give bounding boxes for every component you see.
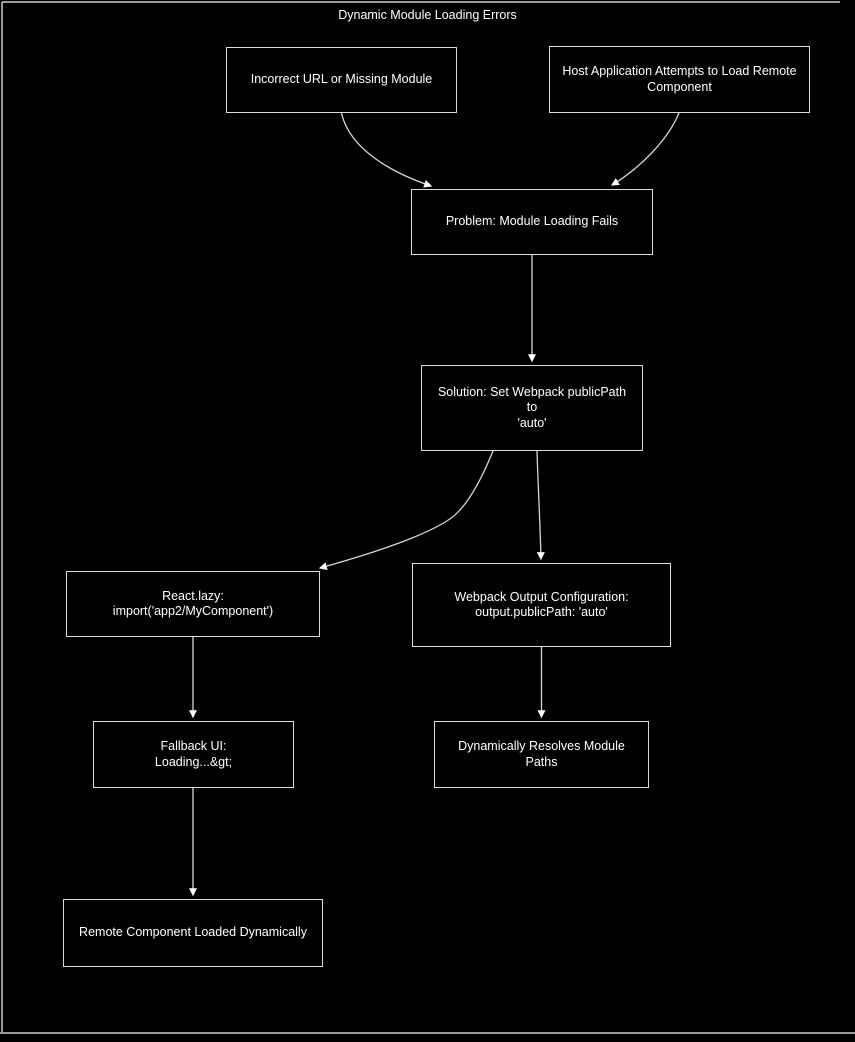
node-fallback-ui: Fallback UI: Loading...&gt; [93, 721, 294, 788]
node-label: React.lazy: import('app2/MyComponent') [112, 588, 274, 619]
node-label: Problem: Module Loading Fails [445, 214, 619, 229]
node-solution: Solution: Set Webpack publicPath to 'aut… [421, 365, 643, 451]
node-remote-loaded: Remote Component Loaded Dynamically [63, 899, 323, 967]
node-label: Remote Component Loaded Dynamically [79, 925, 307, 940]
node-host-attempts: Host Application Attempts to Load Remote… [549, 46, 810, 113]
node-resolves-paths: Dynamically Resolves Module Paths [434, 721, 649, 788]
node-label: Dynamically Resolves Module Paths [458, 739, 625, 769]
diagram-title: Dynamic Module Loading Errors [338, 8, 517, 22]
node-label: Webpack Output Configuration: output.pub… [454, 589, 629, 620]
node-label: Host Application Attempts to Load Remote… [562, 64, 797, 94]
edge-incorrect-url-to-problem [340, 112, 433, 188]
edge-solution-to-react-lazy [318, 450, 494, 571]
edge-host-attempts-to-problem [610, 112, 680, 186]
node-problem: Problem: Module Loading Fails [411, 189, 653, 255]
node-label: Solution: Set Webpack publicPath to 'aut… [437, 384, 627, 430]
node-label: Incorrect URL or Missing Module [250, 72, 433, 87]
node-incorrect-url: Incorrect URL or Missing Module [226, 47, 457, 113]
node-react-lazy: React.lazy: import('app2/MyComponent') [66, 571, 320, 637]
node-webpack-output: Webpack Output Configuration: output.pub… [412, 563, 671, 647]
edge-solution-to-webpack-output [536, 450, 545, 561]
node-label: Fallback UI: Loading...&gt; [154, 739, 233, 769]
